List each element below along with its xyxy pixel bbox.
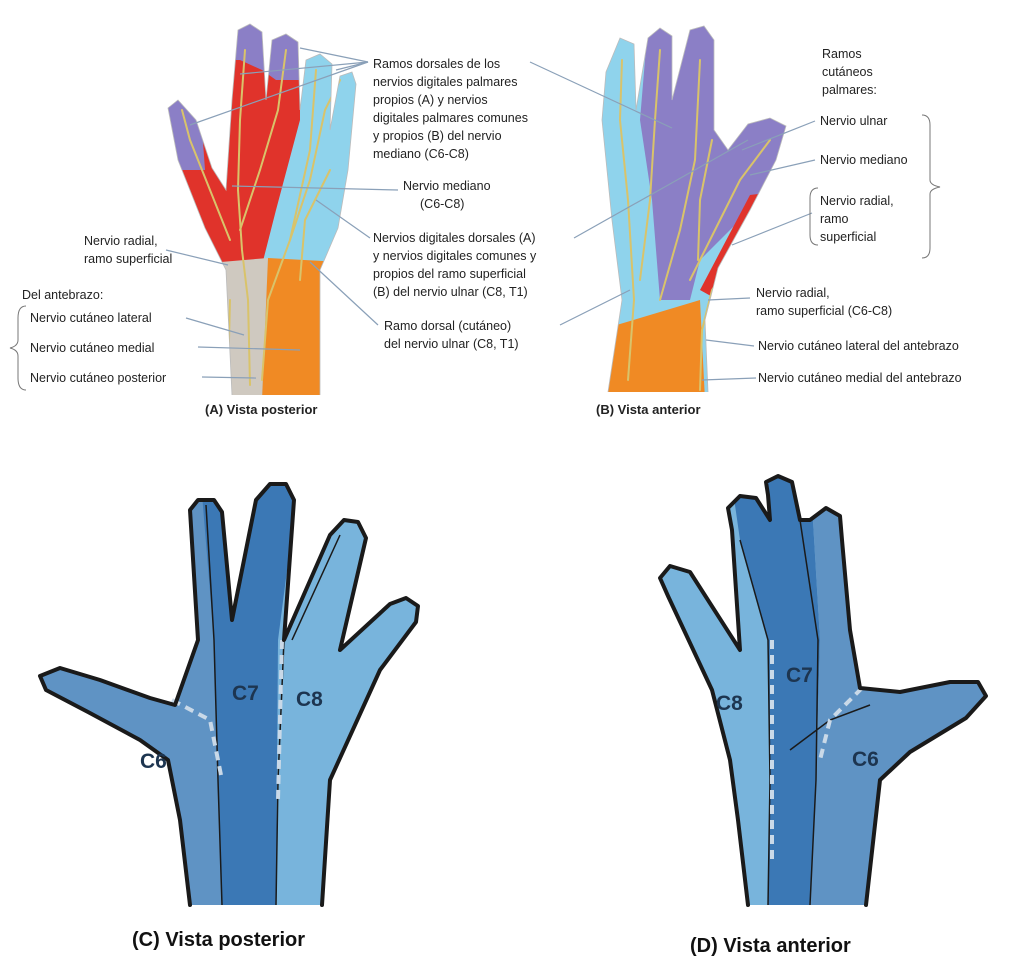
label-ramo-dorsal: Ramo dorsal (cutáneo) del nervio ulnar (… — [384, 319, 519, 351]
caption-c: (C) Vista posterior — [132, 929, 305, 951]
segment-label-c8: C8 — [296, 688, 323, 711]
label-cutaneo-medial-b: Nervio cutáneo medial del antebrazo — [758, 371, 962, 385]
label-cutaneo-medial-a: Nervio cutáneo medial — [30, 341, 154, 355]
label-nervio-mediano-a: Nervio mediano (C6-C8) — [403, 179, 494, 211]
segment-label-c7-d: C7 — [786, 664, 813, 687]
label-nervio-ulnar-b: Nervio ulnar — [820, 114, 887, 128]
label-radial-superficial-b: Nervio radial, ramo superficial — [820, 194, 897, 244]
label-digitales-dorsales: Nervios digitales dorsales (A) y nervios… — [373, 231, 540, 299]
label-ramos-dorsales: Ramos dorsales de los nervios digitales … — [373, 57, 531, 161]
label-cutaneo-posterior-a: Nervio cutáneo posterior — [30, 371, 166, 385]
lateral-cutaneous-region-b — [600, 300, 705, 400]
label-nervio-mediano-b: Nervio mediano — [820, 153, 908, 167]
label-cutaneo-lateral-a: Nervio cutáneo lateral — [30, 311, 152, 325]
segment-label-c6-d: C6 — [852, 748, 879, 771]
c6-region-d — [810, 470, 1000, 920]
caption-b: (B) Vista anterior — [596, 402, 701, 417]
label-radial-c6c8: Nervio radial, ramo superficial (C6-C8) — [756, 286, 892, 318]
brace-antebrazo — [10, 306, 26, 390]
label-cutaneo-lateral-b: Nervio cutáneo lateral del antebrazo — [758, 339, 959, 353]
label-ramos-cutaneos: Ramos cutáneos palmares: — [822, 47, 877, 97]
panel-d-dermatomes-anterior: C8 C7 C6 — [650, 470, 1000, 920]
caption-a: (A) Vista posterior — [205, 402, 317, 417]
panel-c-dermatomes-posterior: C6 C7 C8 — [30, 470, 430, 920]
finger-tips-region — [150, 0, 300, 80]
panel-a-hand-posterior — [150, 0, 390, 400]
caption-d: (D) Vista anterior — [690, 935, 851, 957]
segment-label-c7: C7 — [232, 682, 259, 705]
brace-palmares — [922, 115, 940, 258]
segment-label-c6: C6 — [140, 750, 167, 773]
brace-radial — [810, 188, 818, 245]
label-nervio-radial-a: Nervio radial, ramo superficial — [84, 234, 172, 266]
label-del-antebrazo: Del antebrazo: — [22, 288, 103, 302]
segment-label-c8-d: C8 — [716, 692, 743, 715]
